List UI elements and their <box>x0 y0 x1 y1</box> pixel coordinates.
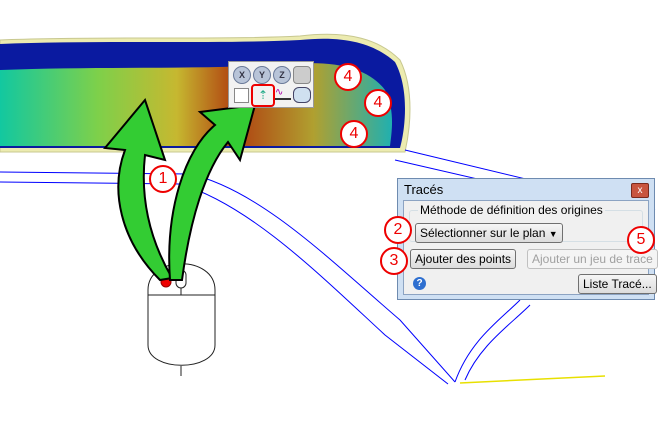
add-points-button[interactable]: Ajouter des points <box>410 249 517 269</box>
profile-icon[interactable]: ∿ <box>275 88 291 100</box>
chevron-down-icon: ▼ <box>548 229 558 239</box>
add-trace-set-button[interactable]: Ajouter un jeu de trace <box>527 249 658 269</box>
callout-2: 2 <box>384 216 412 244</box>
callout-5: 5 <box>627 226 655 254</box>
yellow-trace <box>459 375 606 384</box>
group-label: Méthode de définition des origines <box>418 203 605 217</box>
section-view-icon[interactable] <box>293 87 311 103</box>
axis-y-button[interactable]: Y <box>253 66 271 84</box>
view-toolbar: X Y Z ⇡ ∿ <box>228 61 314 108</box>
traces-dialog: Tracés x Méthode de définition des origi… <box>397 178 658 300</box>
callout-1: 1 <box>149 165 177 193</box>
list-traces-button[interactable]: Liste Tracé... <box>578 274 657 294</box>
dialog-title: Tracés <box>404 182 444 197</box>
help-icon[interactable]: ? <box>413 277 426 290</box>
pencil-icon[interactable] <box>234 88 249 103</box>
callout-4a: 4 <box>334 63 362 91</box>
axis-x-button[interactable]: X <box>233 66 251 84</box>
callout-3: 3 <box>380 247 408 275</box>
method-select-value: Sélectionner sur le plan <box>420 226 546 240</box>
close-button[interactable]: x <box>631 183 649 198</box>
cylinder-view-icon[interactable] <box>293 66 311 84</box>
callout-4b: 4 <box>364 89 392 117</box>
method-select[interactable]: Sélectionner sur le plan ▼ <box>415 223 563 243</box>
callout-4c: 4 <box>340 120 368 148</box>
dialog-body: Méthode de définition des origines Sélec… <box>403 200 658 295</box>
traces-tool-icon[interactable]: ⇡ <box>251 84 275 107</box>
axis-z-button[interactable]: Z <box>273 66 291 84</box>
